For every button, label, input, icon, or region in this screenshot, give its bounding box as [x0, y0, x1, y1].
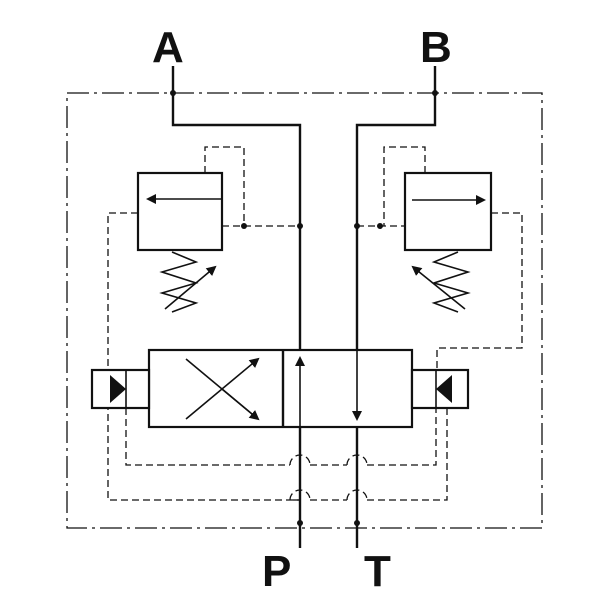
left-pressure-valve [107, 146, 300, 501]
port-label-p: P [262, 547, 291, 596]
right-pressure-valve [357, 146, 523, 373]
port-label-t: T [364, 547, 391, 596]
port-label-a: A [152, 23, 184, 72]
port-label-b: B [420, 23, 452, 72]
directional-valve [147, 348, 414, 429]
junction-dots [170, 90, 438, 526]
main-lines [171, 66, 437, 548]
left-pilot-actuator [90, 368, 151, 410]
valve-envelope [66, 92, 543, 529]
right-pilot-actuator [410, 368, 470, 410]
pilot-crossover-lines [125, 408, 448, 501]
